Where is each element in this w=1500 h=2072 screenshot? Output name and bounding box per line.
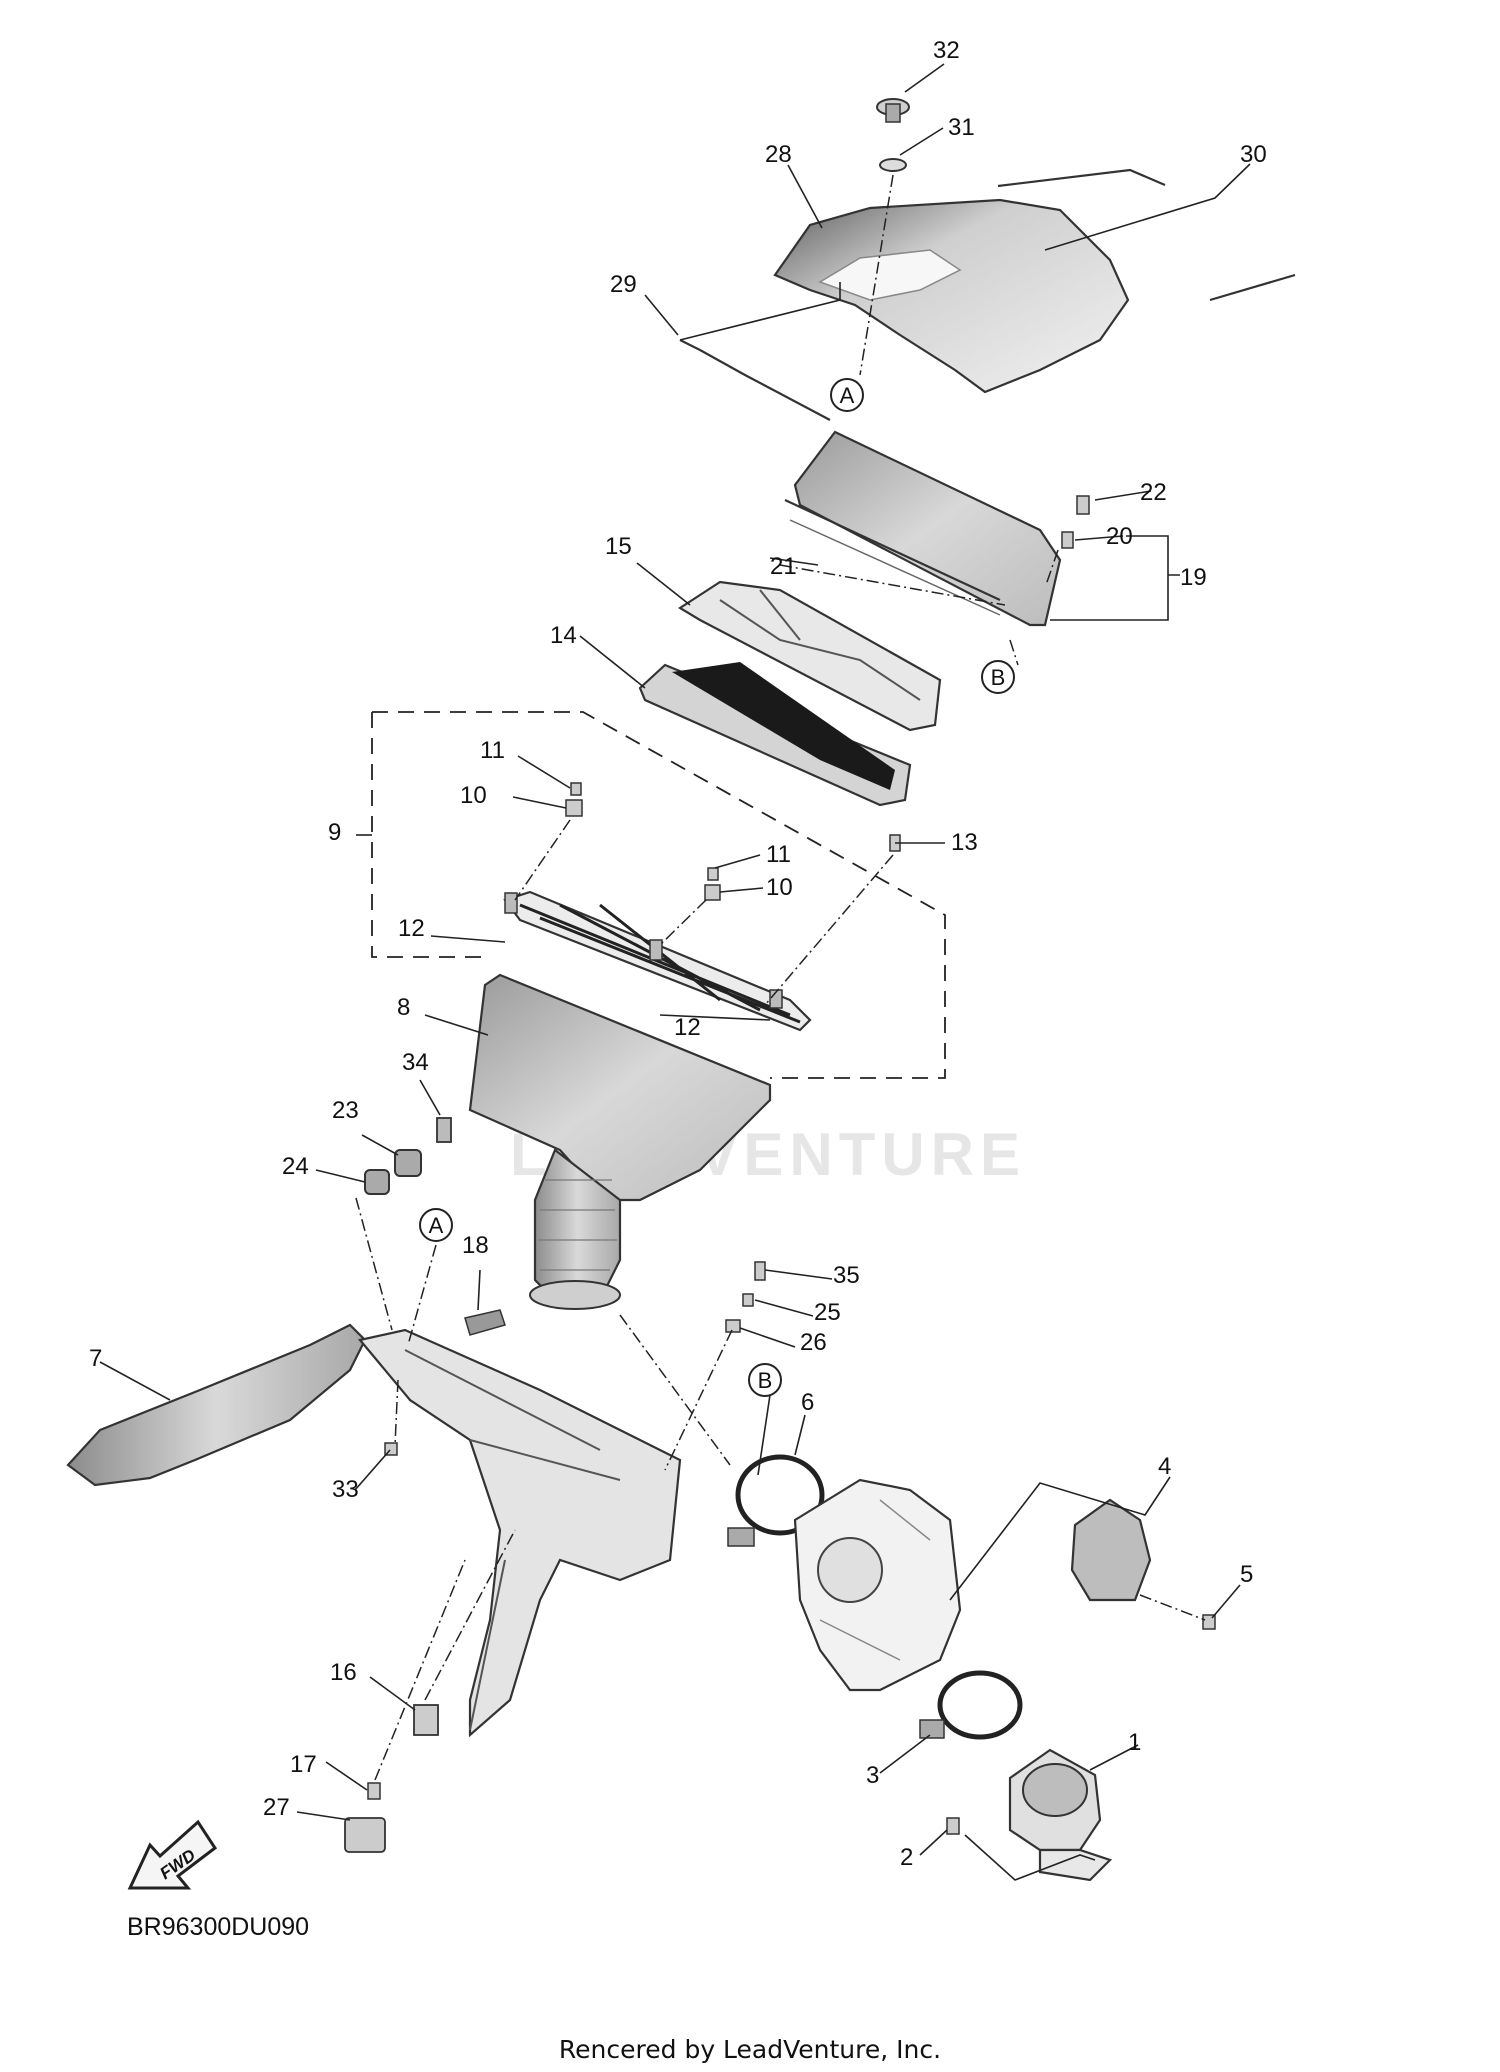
part-10-grommet bbox=[565, 799, 583, 817]
part-15-filter-frame bbox=[677, 580, 942, 732]
callout-16: 16 bbox=[330, 1659, 357, 1686]
callout-22: 22 bbox=[1140, 479, 1167, 506]
callout-6: 6 bbox=[801, 1389, 814, 1416]
callout-33: 33 bbox=[332, 1476, 359, 1503]
callout-29: 29 bbox=[610, 271, 637, 298]
callout-8: 8 bbox=[397, 994, 410, 1021]
callout-21: 21 bbox=[770, 553, 797, 580]
callout-20: 20 bbox=[1106, 523, 1133, 550]
callout-5: 5 bbox=[1240, 1561, 1253, 1588]
callout-1: 1 bbox=[1128, 1729, 1141, 1756]
lower-intake-housing bbox=[357, 1328, 682, 1738]
part-3-hose-clamp bbox=[919, 1670, 1023, 1740]
callout-24: 24 bbox=[282, 1153, 309, 1180]
part-1-intake-joint bbox=[1008, 1748, 1113, 1882]
callout-10: 10 bbox=[460, 782, 487, 809]
assembly-9-dashed-boundary bbox=[371, 711, 946, 1079]
callout-14: 14 bbox=[550, 622, 577, 649]
throttle-body bbox=[793, 1478, 962, 1692]
part-21-seal bbox=[784, 499, 1001, 601]
part-22-screw bbox=[1076, 495, 1090, 515]
callout-9: 9 bbox=[328, 819, 341, 846]
part-20-screw bbox=[1061, 531, 1074, 549]
part-8-air-box bbox=[468, 973, 772, 1310]
callout-3: 3 bbox=[866, 1762, 879, 1789]
part-17-screw bbox=[367, 1782, 381, 1800]
callout-34: 34 bbox=[402, 1049, 429, 1076]
part-26-grommet bbox=[725, 1319, 741, 1333]
part-11-screw-2 bbox=[707, 867, 719, 881]
callout-15: 15 bbox=[605, 533, 632, 560]
part-14-air-filter bbox=[638, 662, 912, 807]
part-10-grommet-2 bbox=[704, 884, 721, 901]
callout-10-b: 10 bbox=[766, 874, 793, 901]
callouts: 1 2 3 4 5 6 7 8 9 10 10 11 11 12 12 13 1… bbox=[89, 37, 1267, 1871]
callout-23: 23 bbox=[332, 1097, 359, 1124]
part-27-clip bbox=[344, 1817, 386, 1853]
ref-marker-b-lower: B bbox=[748, 1363, 782, 1397]
callout-18: 18 bbox=[462, 1232, 489, 1259]
callout-32: 32 bbox=[933, 37, 960, 64]
callout-2: 2 bbox=[900, 1844, 913, 1871]
part-31-washer bbox=[879, 158, 907, 172]
part-24-collar bbox=[364, 1169, 390, 1195]
callout-31: 31 bbox=[948, 114, 975, 141]
callout-27: 27 bbox=[263, 1794, 290, 1821]
part-4-sensor-cover bbox=[1070, 1498, 1152, 1602]
diagram-code: BR96300DU090 bbox=[127, 1913, 309, 1941]
part-11-screw bbox=[570, 782, 582, 796]
fwd-direction-arrow: FWD bbox=[127, 1819, 218, 1890]
callout-4: 4 bbox=[1158, 1453, 1171, 1480]
part-35-bolt bbox=[754, 1261, 766, 1281]
part-5-screw bbox=[1202, 1614, 1216, 1630]
callout-13: 13 bbox=[951, 829, 978, 856]
callout-7: 7 bbox=[89, 1345, 102, 1372]
part-16-bracket bbox=[413, 1704, 439, 1736]
callout-35: 35 bbox=[833, 1262, 860, 1289]
ref-marker-a-top: A bbox=[830, 378, 864, 412]
callout-19: 19 bbox=[1180, 564, 1207, 591]
callout-12: 12 bbox=[398, 915, 425, 942]
callout-12-b: 12 bbox=[674, 1014, 701, 1041]
callout-28: 28 bbox=[765, 141, 792, 168]
part-28-top-cover bbox=[773, 198, 1130, 394]
part-30-trim-strip bbox=[997, 168, 1296, 302]
svg-text:B: B bbox=[991, 665, 1006, 690]
callout-26: 26 bbox=[800, 1329, 827, 1356]
svg-text:A: A bbox=[840, 383, 855, 408]
callout-17: 17 bbox=[290, 1751, 317, 1778]
part-7-intake-duct bbox=[66, 1323, 367, 1487]
ref-marker-a-lower: A bbox=[419, 1208, 453, 1242]
callout-25: 25 bbox=[814, 1299, 841, 1326]
leader-lines bbox=[99, 63, 1251, 1881]
part-23-grommet bbox=[394, 1149, 422, 1177]
part-34-bolt bbox=[436, 1117, 452, 1143]
part-32-fastener bbox=[876, 98, 910, 123]
part-12-element-frame bbox=[503, 890, 812, 1032]
part-19-side-panel bbox=[789, 430, 1062, 627]
footer-credit: Rencered by LeadVenture, Inc. bbox=[559, 2035, 941, 2064]
part-2-screw bbox=[946, 1817, 960, 1835]
callout-30: 30 bbox=[1240, 141, 1267, 168]
ref-marker-b-top: B bbox=[981, 660, 1015, 694]
part-25-washer bbox=[742, 1293, 754, 1307]
callout-11: 11 bbox=[480, 737, 505, 764]
callout-11-b: 11 bbox=[766, 841, 791, 868]
part-6-hose-clamp bbox=[727, 1454, 825, 1547]
part-29-cable bbox=[679, 339, 831, 421]
svg-text:A: A bbox=[429, 1213, 444, 1238]
svg-text:B: B bbox=[758, 1368, 773, 1393]
part-18-clip bbox=[464, 1309, 506, 1336]
